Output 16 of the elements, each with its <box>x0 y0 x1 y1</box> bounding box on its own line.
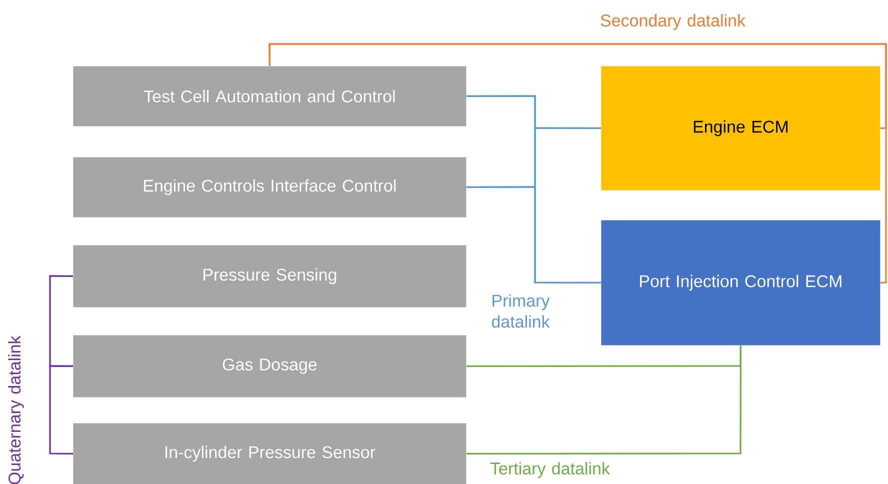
datalink-line <box>466 345 742 454</box>
edge-label: Primary datalink <box>492 294 550 328</box>
datalink-line <box>49 275 74 367</box>
edge-label: Secondary datalink <box>600 14 746 30</box>
module-box: Pressure Sensing <box>73 245 466 308</box>
module-box: Engine Controls Interface Control <box>73 157 466 218</box>
edge-label: Tertiary datalink <box>490 462 610 478</box>
module-box: In-cylinder Pressure Sensor <box>73 423 466 484</box>
datalink-line <box>49 365 74 454</box>
datalink-line <box>466 186 601 284</box>
ecm-box: Engine ECM <box>601 66 880 190</box>
module-box: Gas Dosage <box>73 335 466 398</box>
ecm-box: Port Injection Control ECM <box>601 220 880 346</box>
edge-label: Quaternary datalink <box>8 336 24 484</box>
datalink-line <box>268 43 887 284</box>
module-box: Test Cell Automation and Control <box>73 66 466 126</box>
